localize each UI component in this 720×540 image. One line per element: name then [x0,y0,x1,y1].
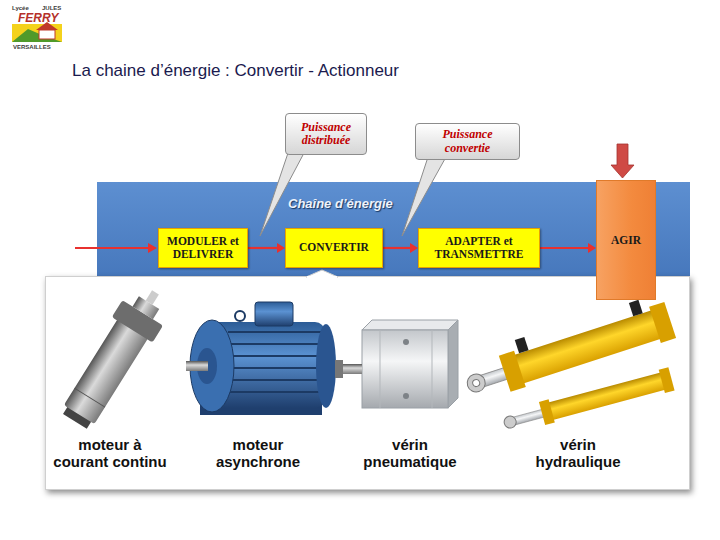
logo-house [39,30,55,39]
actuator-caption: moteur à courant continu [51,436,169,471]
pneumatic-cylinder-part [342,364,362,374]
input-arrow-line [75,247,150,249]
hydraulic-cylinder-large-part [515,337,529,353]
dc-motor-part [64,317,150,424]
callout-tail [260,153,304,236]
pneumatic-cylinder-part [362,320,458,330]
callout-bubble: Puissance convertie [415,123,520,160]
actuator-caption: vérin pneumatique [355,436,465,471]
node-text: ADAPTER et TRANSMETTRE [424,235,534,261]
panel-tail [306,270,338,277]
logo-text: JULES [42,5,61,11]
logo-hill [12,29,62,42]
hydraulic-cylinder-large-part [465,372,488,395]
asynchronous-motor-part [228,331,322,333]
actuator-caption: vérin hydraulique [523,436,633,471]
asynchronous-motor-part [235,311,245,321]
hydraulic-cylinder-small-part [503,415,518,430]
node-text: CONVERTIR [299,241,369,254]
logo-emblem [12,22,62,42]
node-text: MODULER et DELIVRER [164,235,242,261]
logo-text: Lycée [12,5,29,11]
slide-title: La chaine d’énergie : Convertir - Action… [72,61,399,81]
asynchronous-motor-part [228,391,322,393]
asynchronous-motor-part [228,343,322,345]
node-text: Chaîne d’énergie [288,196,393,211]
hydraulic-cylinder-small-part [659,367,675,393]
pneumatic-cylinder-part [380,330,381,408]
arrow-line [383,247,411,249]
logo-sun [12,24,62,42]
callout-bubble: Puissance distribuée [285,113,367,155]
hydraulic-cylinder-large-part [629,300,643,316]
dc-motor [55,280,176,434]
node-text: AGIR [611,234,641,246]
hydraulic-cylinder-small [501,367,674,435]
asynchronous-motor-part [228,367,322,369]
hydraulic-cylinder-large-part [649,302,676,343]
logo-text: VERSAILLES [13,44,51,50]
pneumatic-cylinder-part [335,360,343,378]
asynchronous-motor-part [316,324,336,408]
function-box: MODULER et DELIVRER [158,228,248,268]
pneumatic-cylinder [335,320,458,408]
action-arrow [611,144,634,178]
pneumatic-cylinder-part [432,330,433,408]
asynchronous-motor [186,302,336,415]
hydraulic-cylinder-large-part [499,351,526,392]
pneumatic-cylinder-part [403,393,409,399]
dc-motor-part [74,388,105,407]
callout-tail [402,157,446,236]
function-box: CONVERTIR [285,228,383,268]
hydraulic-cylinder-large-part [505,309,666,387]
node-text: Puissance convertie [421,128,514,154]
asynchronous-motor-part [228,379,322,381]
action-box: AGIR [596,180,656,300]
asynchronous-motor-part [255,302,293,326]
actuator-caption: moteur asynchrone [203,436,313,471]
logo-name: FERRY [18,11,58,25]
pneumatic-cylinder-part [448,320,458,408]
pneumatic-cylinder-part [403,339,409,345]
hydraulic-cylinder-large-part [472,379,481,388]
hydraulic-cylinder-small-part [542,371,670,422]
asynchronous-motor-part [228,355,322,357]
pneumatic-cylinder-part [362,330,448,408]
asynchronous-motor-part [186,361,208,371]
arrow-line [248,247,278,249]
panel-tail-cover [307,276,337,279]
hydraulic-cylinder-small-part [539,399,555,425]
node-text: Puissance distribuée [291,121,361,147]
function-box: ADAPTER et TRANSMETTRE [418,228,540,268]
arrow-line [540,247,589,249]
dc-motor-part [146,290,159,304]
